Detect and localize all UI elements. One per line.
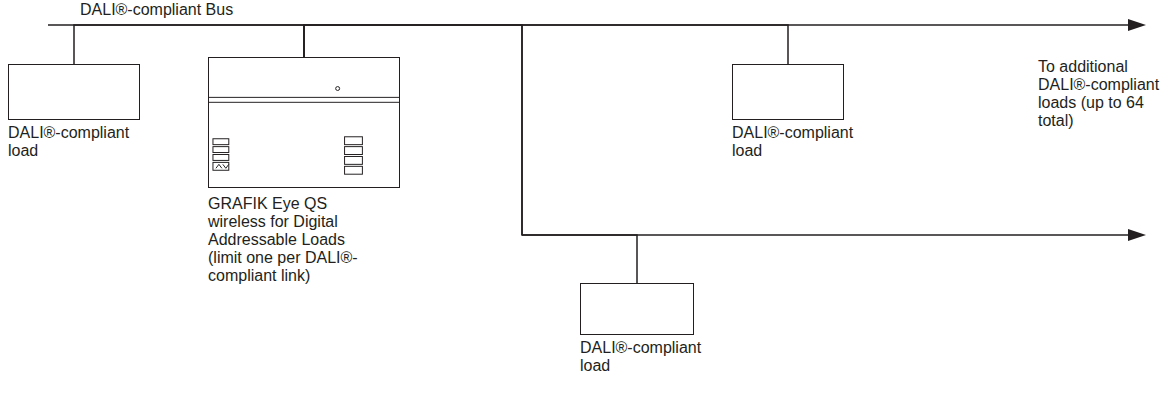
node-caption: DALI®-compliant load xyxy=(8,124,140,160)
box-outline xyxy=(208,57,400,188)
bus-label: DALI®-compliant Bus xyxy=(80,1,320,19)
load-box: DALI®-compliant load xyxy=(732,64,844,120)
load-box: DALI®-compliant load xyxy=(580,283,694,335)
arrow-head xyxy=(1128,229,1146,241)
note-label: To additional DALI®-compliant loads (up … xyxy=(1038,58,1162,130)
node-caption: GRAFIK Eye QS wireless for Digital Addre… xyxy=(208,195,370,285)
box-outline xyxy=(732,64,844,120)
node-caption: DALI®-compliant load xyxy=(580,339,720,375)
bus-branch xyxy=(521,25,523,235)
node-caption: DALI®-compliant load xyxy=(732,124,872,160)
bus-line xyxy=(522,234,1132,236)
box-outline xyxy=(580,283,694,335)
control-unit: GRAFIK Eye QS wireless for Digital Addre… xyxy=(208,57,400,188)
box-outline xyxy=(8,64,140,120)
arrow-head xyxy=(1128,19,1146,31)
bus-line xyxy=(48,24,1132,26)
load-box: DALI®-compliant load xyxy=(8,64,140,120)
device-illustration xyxy=(209,58,399,187)
